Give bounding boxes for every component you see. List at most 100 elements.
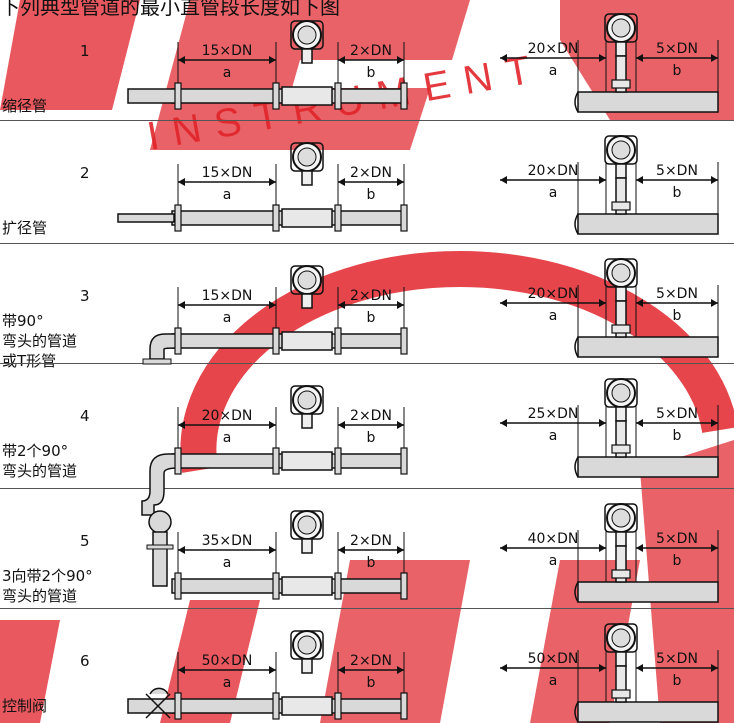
row-divider bbox=[0, 120, 734, 121]
right-a-dimension-arrow-right bbox=[599, 664, 606, 672]
left-a-dimension-arrow-left bbox=[178, 421, 185, 429]
right-b-dimension-arrow-right bbox=[711, 299, 718, 307]
flange bbox=[334, 572, 342, 600]
right-a-dimension-arrow-right bbox=[599, 544, 606, 552]
meter-body bbox=[281, 451, 333, 471]
loop-top bbox=[148, 510, 172, 534]
left-b-dimension-label: 2×DN bbox=[350, 288, 392, 304]
flange bbox=[272, 692, 280, 720]
flange bbox=[272, 327, 280, 355]
right-a-dimension-arrow-left bbox=[500, 664, 507, 672]
row-label: 缩径管 bbox=[2, 97, 48, 115]
transmitter-neck bbox=[301, 658, 313, 674]
row-number: 4 bbox=[80, 407, 90, 425]
right-b-dimension-sub: b bbox=[673, 428, 682, 444]
elbow-flange bbox=[142, 358, 172, 365]
pipe-break bbox=[574, 581, 579, 603]
flange bbox=[400, 447, 408, 475]
display-window bbox=[611, 263, 631, 283]
expander-pipe bbox=[117, 213, 175, 223]
flange bbox=[400, 204, 408, 232]
flange bbox=[334, 327, 342, 355]
right-a-dimension-arrow-right bbox=[599, 299, 606, 307]
right-b-dimension-arrow-left bbox=[636, 544, 643, 552]
flange bbox=[334, 447, 342, 475]
left-a-dimension-sub: a bbox=[223, 187, 232, 203]
left-a-dimension-arrow-right bbox=[269, 56, 276, 64]
flange bbox=[272, 82, 280, 110]
flange bbox=[174, 572, 182, 600]
display-window bbox=[297, 515, 317, 535]
insertion-stem bbox=[615, 177, 627, 215]
left-b-dimension-sub: b bbox=[367, 187, 376, 203]
transmitter-neck bbox=[301, 413, 313, 429]
elbow bbox=[149, 333, 179, 360]
display-window bbox=[297, 147, 317, 167]
insertion-stem bbox=[615, 545, 627, 583]
right-a-dimension-sub: a bbox=[549, 308, 558, 324]
row-label: 带90° 弯头的管道 或T形管 bbox=[2, 312, 78, 370]
riser-flange bbox=[146, 544, 174, 550]
display-window bbox=[611, 628, 631, 648]
insertion-stem bbox=[615, 665, 627, 703]
left-a-dimension-arrow-right bbox=[269, 546, 276, 554]
left-b-dimension-arrow-right bbox=[397, 666, 404, 674]
right-b-dimension-label: 5×DN bbox=[656, 163, 698, 179]
stem-fitting bbox=[611, 201, 631, 211]
left-a-dimension-sub: a bbox=[223, 310, 232, 326]
left-b-dimension-label: 2×DN bbox=[350, 533, 392, 549]
left-b-dimension-sub: b bbox=[367, 430, 376, 446]
right-b-dimension-arrow-right bbox=[711, 664, 718, 672]
flange bbox=[400, 572, 408, 600]
flange bbox=[174, 82, 182, 110]
left-a-dimension-arrow-left bbox=[178, 301, 185, 309]
row-label: 3向带2个90° 弯头的管道 bbox=[2, 567, 93, 605]
right-a-dimension-arrow-right bbox=[599, 54, 606, 62]
left-a-dimension-label: 15×DN bbox=[202, 43, 253, 59]
row-label: 扩径管 bbox=[2, 219, 48, 237]
display-window bbox=[297, 25, 317, 45]
left-a-dimension-arrow-right bbox=[269, 421, 276, 429]
left-b-dimension-sub: b bbox=[367, 310, 376, 326]
left-a-dimension-label: 35×DN bbox=[202, 533, 253, 549]
right-a-dimension-arrow-left bbox=[500, 176, 507, 184]
left-a-dimension-arrow-right bbox=[269, 178, 276, 186]
meter-body bbox=[281, 86, 333, 106]
flange bbox=[400, 327, 408, 355]
transmitter-neck bbox=[615, 163, 627, 179]
meter-body bbox=[281, 208, 333, 228]
right-a-dimension-arrow-left bbox=[500, 419, 507, 427]
right-b-dimension-sub: b bbox=[673, 308, 682, 324]
left-b-dimension-arrow-right bbox=[397, 301, 404, 309]
pipe-break bbox=[574, 91, 579, 113]
row-number: 5 bbox=[80, 532, 90, 550]
right-b-dimension-sub: b bbox=[673, 63, 682, 79]
left-a-dimension-label: 20×DN bbox=[202, 408, 253, 424]
right-a-dimension-label: 50×DN bbox=[528, 651, 579, 667]
left-b-dimension-label: 2×DN bbox=[350, 408, 392, 424]
left-a-dimension-sub: a bbox=[223, 430, 232, 446]
right-pipe bbox=[577, 701, 719, 723]
transmitter-neck bbox=[301, 170, 313, 186]
left-a-dimension-label: 15×DN bbox=[202, 165, 253, 181]
stem-fitting bbox=[611, 444, 631, 454]
left-a-dimension-sub: a bbox=[223, 65, 232, 81]
display-window bbox=[297, 390, 317, 410]
transmitter-neck bbox=[301, 538, 313, 554]
left-b-dimension-arrow-left bbox=[338, 178, 345, 186]
left-a-dimension-arrow-right bbox=[269, 301, 276, 309]
pipe-break bbox=[574, 701, 579, 723]
display-window bbox=[297, 270, 317, 290]
left-b-dimension-arrow-left bbox=[338, 301, 345, 309]
right-a-dimension-arrow-left bbox=[500, 54, 507, 62]
right-b-dimension-arrow-right bbox=[711, 176, 718, 184]
right-a-dimension-arrow-left bbox=[500, 299, 507, 307]
left-b-dimension-label: 2×DN bbox=[350, 653, 392, 669]
right-a-dimension-sub: a bbox=[549, 63, 558, 79]
